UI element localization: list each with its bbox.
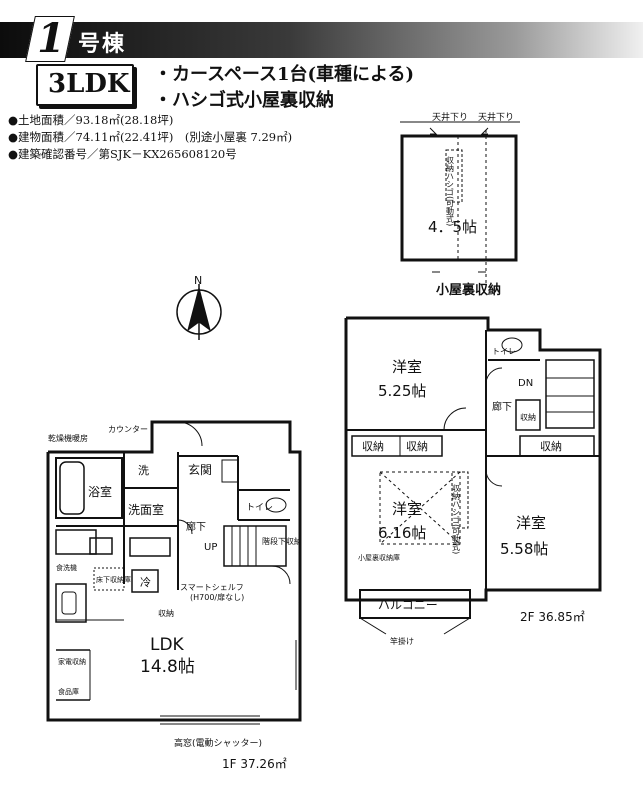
attic-size: 4．5帖 — [428, 218, 477, 236]
f1-high-window: 高窓(電動シャッター) — [174, 737, 262, 749]
f1-storage: 収納 — [158, 608, 174, 618]
f1-ldk-size: 14.8帖 — [140, 657, 195, 677]
f2-room1: 洋室 — [392, 358, 422, 376]
f1-counter-label: カウンター — [108, 425, 148, 434]
f2-room3: 洋室 — [516, 514, 546, 532]
f1-toilet: トイレ — [246, 503, 273, 513]
layout-type: 3LDK — [48, 69, 130, 99]
f2-room3-size: 5.58帖 — [500, 540, 548, 558]
f1-drying-label: 乾燥機暖房 — [48, 433, 88, 443]
header-banner — [0, 22, 643, 58]
floor2-plan — [344, 316, 602, 635]
f1-washroom: 洗面室 — [128, 502, 164, 517]
f1-appliance-storage: 家電収納 — [58, 657, 86, 666]
feature-car-space: ・カースペース1台(車種による) — [154, 64, 414, 85]
attic-title: 小屋裏収納 — [436, 282, 501, 298]
f2-area: 2F 36.85㎡ — [520, 610, 585, 624]
f2-attic-entry: 小屋裏収納庫 — [358, 553, 400, 562]
f2-hall-storage: 収納 — [520, 412, 536, 422]
f2-hallway: 廊下 — [492, 400, 512, 413]
compass-letter: N — [194, 274, 202, 287]
attic-label-left: 天井下り — [432, 111, 468, 123]
f1-smart-shelf-note: (H700/扉なし) — [190, 592, 244, 602]
f2-storage-b: 収納 — [406, 440, 428, 453]
f2-toilet: トイレ — [492, 347, 516, 356]
f1-smart-shelf: スマートシェルフ — [180, 583, 244, 592]
f2-balcony: バルコニー — [378, 598, 438, 612]
f2-room2: 洋室 — [392, 500, 422, 518]
f2-dn-label: DN — [518, 378, 533, 389]
f2-storage-c: 収納 — [540, 440, 562, 453]
f1-fridge: 冷 — [140, 576, 151, 589]
attic-plan — [400, 121, 520, 285]
floor1-plan — [46, 420, 302, 725]
f1-area: 1F 37.26㎡ — [222, 757, 287, 771]
f1-entrance: 玄関 — [188, 462, 212, 477]
f1-hallway: 廊下 — [186, 520, 206, 533]
f2-storage-a: 収納 — [362, 440, 384, 453]
feature-attic-ladder: ・ハシゴ式小屋裏収納 — [154, 90, 334, 111]
f1-bathroom: 浴室 — [88, 484, 112, 499]
f1-wash-label: 洗 — [138, 464, 149, 477]
f1-pantry-storage: 食品庫 — [58, 687, 79, 696]
f1-dishwasher: 食洗機 — [56, 563, 77, 572]
f1-ldk-label: LDK — [150, 635, 185, 655]
f2-room1-size: 5.25帖 — [378, 382, 426, 400]
layout-type-box: 3LDK — [36, 64, 134, 106]
attic-ladder-label: 収納ハシゴ(可動式) — [446, 155, 455, 226]
f2-ladder-label: 収納ハシゴ(可動式) — [452, 483, 461, 554]
spec-confirmation-number: ●建築確認番号／第SJK－KX265608120号 — [8, 147, 237, 161]
attic-label-right: 天井下り — [478, 111, 514, 123]
unit-suffix: 号棟 — [78, 31, 127, 57]
f2-hanger: 竿掛け — [390, 636, 414, 646]
spec-building-area: ●建物面積／74.11㎡(22.41坪) (別途小屋裏 7.29㎡) — [8, 130, 293, 144]
f2-room2-size: 6.16帖 — [378, 524, 426, 542]
spec-land-area: ●土地面積／93.18㎡(28.18坪) — [8, 113, 174, 127]
compass — [176, 284, 222, 340]
f1-stair-storage: 階段下収納 — [262, 536, 302, 546]
f1-up-label: UP — [204, 542, 217, 553]
f1-floor-storage: 床下収納庫 — [96, 575, 131, 584]
